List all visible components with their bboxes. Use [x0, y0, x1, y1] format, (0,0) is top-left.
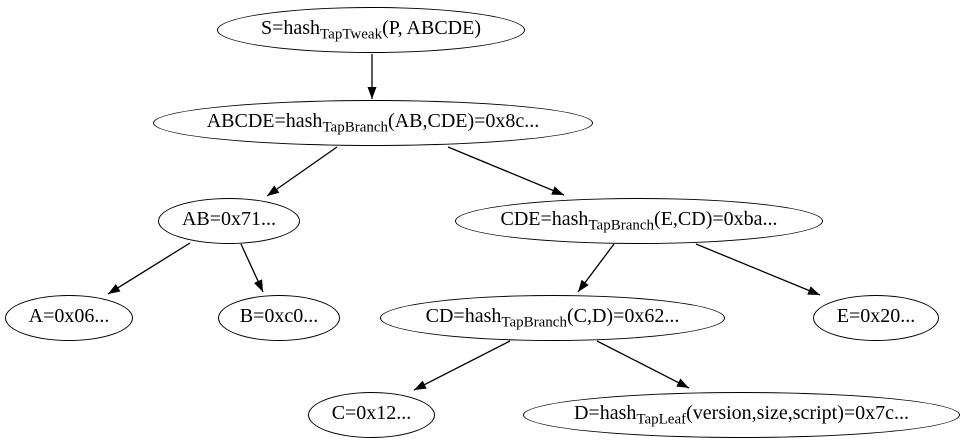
edge-CDE-CD	[577, 243, 615, 293]
node-ABCDE-label: ABCDE=hashTapBranch(AB,CDE)=0x8c...	[207, 111, 540, 136]
node-CDE: CDE=hashTapBranch(E,CD)=0xba...	[455, 198, 823, 244]
node-CD: CD=hashTapBranch(C,D)=0x62...	[380, 295, 725, 341]
edge-ABCDE-CDE	[447, 146, 565, 196]
node-C-label-prefix: C=0x12...	[331, 401, 412, 424]
node-S: S=hashTapTweak(P, ABCDE)	[217, 7, 525, 53]
edge-AB-A	[107, 242, 191, 295]
node-AB: AB=0x71...	[158, 198, 300, 244]
node-CD-label-subscript: TapBranch	[501, 314, 567, 331]
node-CD-label: CD=hashTapBranch(C,D)=0x62...	[426, 306, 680, 331]
node-S-label-prefix: S=hash	[260, 16, 321, 39]
node-C: C=0x12...	[308, 392, 435, 438]
node-A: A=0x06...	[5, 295, 133, 341]
node-AB-label: AB=0x71...	[182, 209, 276, 234]
node-A-label-prefix: A=0x06...	[28, 304, 110, 327]
node-C-label: C=0x12...	[332, 403, 412, 428]
node-CDE-label-prefix: CDE=hash	[500, 207, 589, 230]
node-CD-label-suffix: (C,D)=0x62...	[566, 304, 680, 327]
node-E-label-prefix: E=0x20...	[836, 304, 916, 327]
node-D-label-prefix: D=hash	[573, 401, 637, 424]
node-E: E=0x20...	[813, 295, 939, 341]
node-CDE-label-subscript: TapBranch	[588, 217, 655, 234]
node-CD-label-prefix: CD=hash	[425, 304, 502, 327]
edge-CD-D	[596, 340, 690, 389]
node-S-label-suffix: (P, ABCDE)	[382, 16, 481, 39]
edge-ABCDE-AB	[266, 146, 338, 197]
node-B: B=0xc0...	[218, 295, 340, 341]
node-CDE-label: CDE=hashTapBranch(E,CD)=0xba...	[500, 209, 777, 234]
node-S-label-subscript: TapTweak	[320, 26, 383, 43]
node-B-label-prefix: B=0xc0...	[239, 304, 319, 327]
node-AB-label-prefix: AB=0x71...	[181, 207, 277, 230]
node-A-label: A=0x06...	[29, 306, 110, 331]
node-ABCDE-label-suffix: (AB,CDE)=0x8c...	[388, 109, 540, 132]
edge-CDE-E	[695, 243, 821, 296]
edge-AB-B	[240, 243, 264, 293]
node-D: D=hashTapLeaf(version,size,script)=0x7c.…	[523, 392, 960, 438]
node-D-label-subscript: TapLeaf	[636, 411, 687, 428]
node-D-label: D=hashTapLeaf(version,size,script)=0x7c.…	[574, 403, 909, 428]
node-ABCDE: ABCDE=hashTapBranch(AB,CDE)=0x8c...	[153, 100, 593, 146]
node-B-label: B=0xc0...	[240, 306, 319, 331]
edge-CD-C	[413, 340, 511, 391]
node-ABCDE-label-subscript: TapBranch	[322, 119, 389, 136]
node-D-label-suffix: (version,size,script)=0x7c...	[686, 401, 910, 424]
node-E-label: E=0x20...	[837, 306, 916, 331]
node-S-label: S=hashTapTweak(P, ABCDE)	[261, 18, 481, 43]
node-ABCDE-label-prefix: ABCDE=hash	[206, 109, 323, 132]
node-CDE-label-suffix: (E,CD)=0xba...	[654, 207, 778, 230]
